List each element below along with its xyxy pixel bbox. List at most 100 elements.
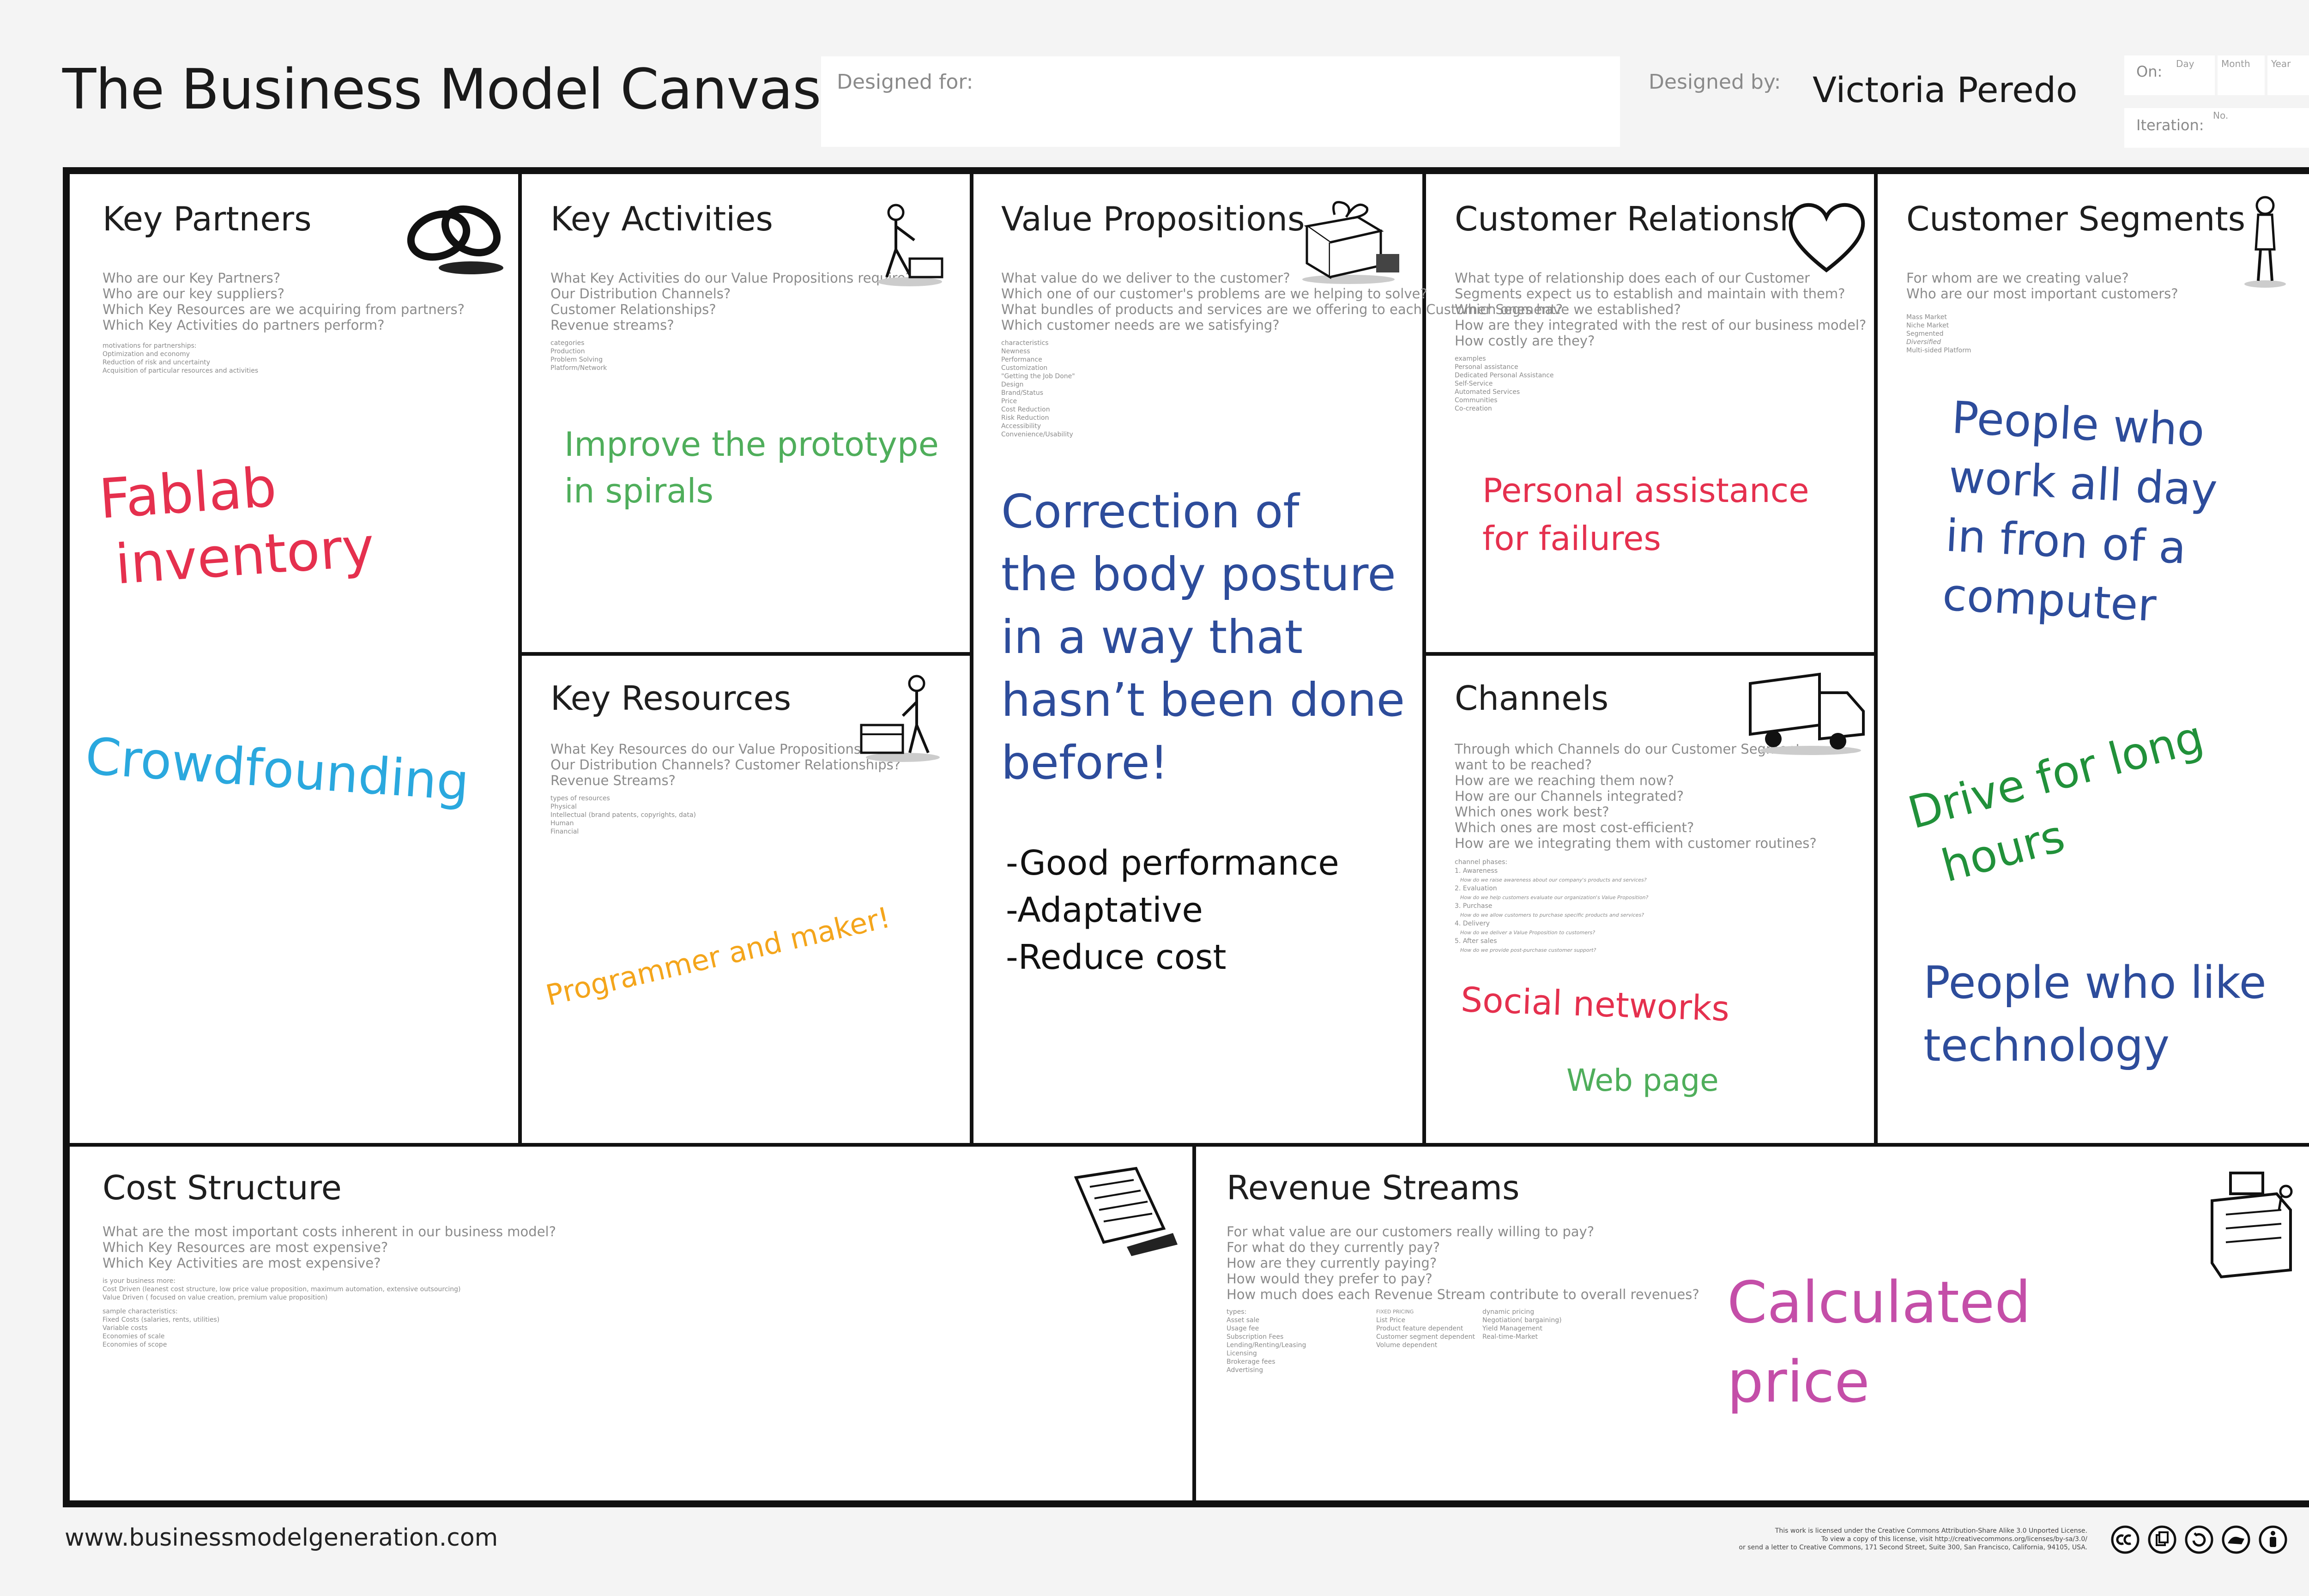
share-alike-icon: [2222, 1525, 2250, 1554]
note-line: Multi-sided Platform: [1906, 347, 1971, 354]
note-line: Brokerage fees: [1227, 1358, 1275, 1366]
note-line: 3. Purchase: [1455, 902, 1493, 910]
note-web-page: Web page: [1566, 1063, 1719, 1098]
date-year-field[interactable]: Year: [2267, 55, 2309, 95]
question: How are we integrating them with custome…: [1455, 835, 1817, 851]
note-line: [103, 1302, 461, 1307]
month-label: Month: [2221, 58, 2250, 69]
copy-icon: [2148, 1525, 2176, 1554]
key-partners-notes: motivations for partnerships: Optimizati…: [103, 342, 258, 375]
note-line: Customer segment dependent: [1376, 1333, 1475, 1341]
customer-segments-notes: Mass Market Niche Market Segmented Diver…: [1906, 313, 1971, 355]
question: Revenue streams?: [550, 317, 674, 333]
question: Which Key Activities are most expensive?: [103, 1255, 381, 1271]
question: How much does each Revenue Stream contri…: [1227, 1287, 1699, 1302]
value-propositions-title: Value Propositions: [1001, 200, 1305, 238]
divider-h-bottom: [69, 1143, 2309, 1147]
question: How would they prefer to pay?: [1227, 1271, 1433, 1287]
note-line: Negotiation( bargaining): [1482, 1317, 1562, 1324]
designed-by-label: Designed by:: [1649, 70, 1781, 94]
question: How are they integrated with the rest of…: [1455, 317, 1867, 333]
key-resources-title: Key Resources: [550, 679, 792, 718]
divider-h-ka-kr: [518, 652, 973, 656]
revenue-streams-notes-fixed: fixed pricing List Price Product feature…: [1376, 1308, 1475, 1349]
note-line: fixed pricing: [1376, 1309, 1414, 1315]
channels-title: Channels: [1455, 679, 1609, 718]
revenue-streams-questions: For what value are our customers really …: [1227, 1224, 1699, 1302]
note-improve-prototype: Improve the prototype in spirals: [564, 421, 939, 514]
customer-relationships-questions: What type of relationship does each of o…: [1455, 270, 1866, 349]
channels-questions: Through which Channels do our Customer S…: [1455, 741, 1817, 851]
remix-icon: [2185, 1525, 2213, 1554]
note-line: examples: [1455, 355, 1486, 363]
question: For whom are we creating value?: [1906, 270, 2129, 286]
note-line: -Reduce cost: [1006, 937, 1227, 977]
note-line: Performance: [1001, 356, 1042, 363]
note-line: in a way that: [1001, 610, 1303, 664]
designed-for-field[interactable]: Designed for:: [821, 56, 1620, 147]
note-line: Convenience/Usability: [1001, 431, 1073, 438]
question: Which Key Activities do partners perform…: [103, 317, 385, 333]
note-line: Intellectual (brand patents, copyrights,…: [550, 811, 696, 819]
cc-icon: [2111, 1525, 2140, 1554]
note-line: How do we provide post-purchase customer…: [1460, 947, 1596, 953]
note-line: Self-Service: [1455, 380, 1493, 387]
question: Our Distribution Channels?: [550, 286, 731, 302]
customer-segments-questions: For whom are we creating value? Who are …: [1906, 270, 2178, 302]
receipt-icon: [1074, 1167, 1178, 1256]
footer-website-link[interactable]: www.businessmodelgeneration.com: [65, 1524, 498, 1552]
note-line: People who like: [1923, 957, 2267, 1009]
note-line: Design: [1001, 381, 1024, 388]
page-title: The Business Model Canvas: [62, 58, 822, 122]
question: What bundles of products and services ar…: [1001, 302, 1563, 317]
note-line: -Adaptative: [1006, 890, 1203, 930]
canvas-frame: [63, 167, 2309, 1507]
question: What value do we deliver to the customer…: [1001, 270, 1290, 286]
note-line: Variable costs: [103, 1324, 148, 1332]
note-line: before!: [1001, 736, 1168, 790]
truck-icon: [1749, 672, 1865, 755]
note-line: Human: [550, 820, 574, 827]
iteration-field[interactable]: Iteration: No.: [2124, 108, 2309, 148]
note-line: Diversified: [1906, 339, 1941, 346]
note-line: Price: [1001, 398, 1017, 405]
note-line: Optimization and economy: [103, 351, 190, 358]
note-line: 5. After sales: [1455, 937, 1497, 945]
note-line: -Good performance: [1006, 843, 1339, 883]
cost-structure-questions: What are the most important costs inhere…: [103, 1224, 556, 1271]
note-line: Cost Driven (leanest cost structure, low…: [103, 1286, 461, 1293]
note-line: Personal assistance: [1455, 363, 1518, 371]
note-line: Segmented: [1906, 330, 1944, 338]
note-line: Automated Services: [1455, 388, 1520, 396]
question: How are we reaching them now?: [1455, 773, 1674, 788]
worker-boxes-icon: [860, 675, 940, 762]
question: Which ones have we established?: [1455, 302, 1681, 317]
divider-v-bottom: [1192, 1143, 1196, 1501]
note-line: technology: [1923, 1020, 2170, 1071]
date-day-field[interactable]: Day On:: [2124, 55, 2215, 95]
note-fablab: Fablab inventory: [97, 447, 376, 599]
question: How costly are they?: [1455, 333, 1595, 349]
key-activities-notes: categories Production Problem Solving Pl…: [550, 339, 607, 372]
note-line: types:: [1227, 1308, 1247, 1316]
note-line: Economies of scope: [103, 1341, 167, 1348]
note-line: Economies of scale: [103, 1333, 165, 1340]
note-line: for failures: [1482, 519, 1661, 558]
note-line: 4. Delivery: [1455, 920, 1490, 927]
date-month-field[interactable]: Month: [2218, 55, 2265, 95]
value-propositions-notes: characteristics Newness Performance Cust…: [1001, 339, 1075, 439]
license-line: This work is licensed under the Creative…: [1775, 1527, 2087, 1535]
note-line: How do we deliver a Value Proposition to…: [1460, 930, 1596, 936]
note-line: Asset sale: [1227, 1317, 1260, 1324]
cost-structure-title: Cost Structure: [103, 1168, 342, 1207]
key-resources-notes: types of resources Physical Intellectual…: [550, 794, 696, 836]
note-line: List Price: [1376, 1317, 1406, 1324]
gift-icon: [1302, 201, 1399, 284]
note-line: Risk Reduction: [1001, 414, 1049, 422]
note-line: Volume dependent: [1376, 1342, 1438, 1349]
note-value-list: -Good performance -Adaptative -Reduce co…: [1006, 840, 1339, 981]
note-line: Production: [550, 348, 585, 355]
question: Who are our Key Partners?: [103, 270, 281, 286]
note-line: Fixed Costs (salaries, rents, utilities): [103, 1316, 220, 1324]
note-line: price: [1727, 1349, 1870, 1415]
